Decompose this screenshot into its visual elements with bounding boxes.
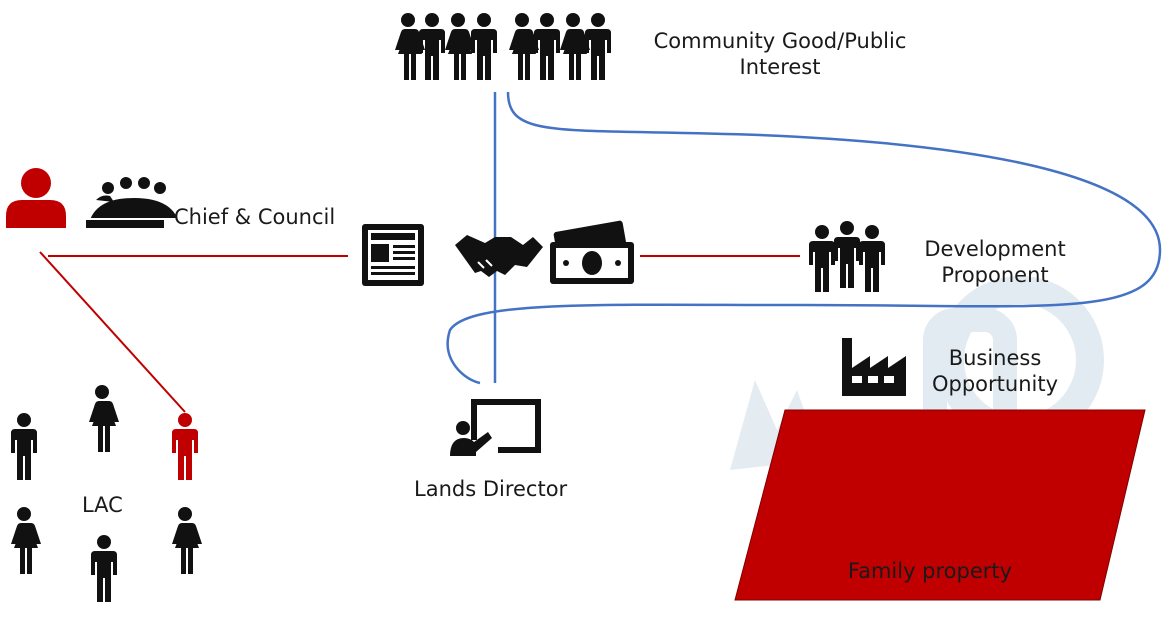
community-label-line1: Community Good/Public bbox=[653, 29, 907, 53]
handshake-icon bbox=[455, 235, 543, 277]
council-icon bbox=[86, 177, 182, 228]
chief-person-icon bbox=[6, 168, 66, 228]
community-influence-curve bbox=[446, 91, 1162, 385]
family-property-label: Family property bbox=[847, 559, 1013, 583]
presentation-icon bbox=[450, 399, 541, 456]
chief-council-label: Chief & Council bbox=[174, 205, 336, 229]
community-label: Community Good/Public Interest bbox=[630, 28, 930, 80]
proponent-group-icon bbox=[809, 221, 885, 292]
chief-to-lac-member-line bbox=[39, 251, 186, 413]
lac-member-highlighted-icon bbox=[172, 413, 198, 480]
community-label-line2: Interest bbox=[739, 55, 821, 79]
development-label-line1: Development bbox=[924, 237, 1066, 261]
development-proponent-label: Development Proponent bbox=[900, 236, 1090, 288]
business-label-line1: Business bbox=[948, 346, 1042, 370]
family-property-shape bbox=[734, 409, 1146, 601]
development-label-line2: Proponent bbox=[941, 263, 1049, 287]
lac-label: LAC bbox=[82, 493, 123, 517]
money-icon bbox=[550, 220, 634, 284]
business-opportunity-label: Business Opportunity bbox=[915, 345, 1075, 397]
community-crowd-icon bbox=[395, 13, 611, 80]
business-label-line2: Opportunity bbox=[931, 372, 1059, 396]
newspaper-icon bbox=[362, 224, 424, 286]
lands-director-label: Lands Director bbox=[414, 477, 568, 501]
factory-icon bbox=[842, 338, 906, 396]
